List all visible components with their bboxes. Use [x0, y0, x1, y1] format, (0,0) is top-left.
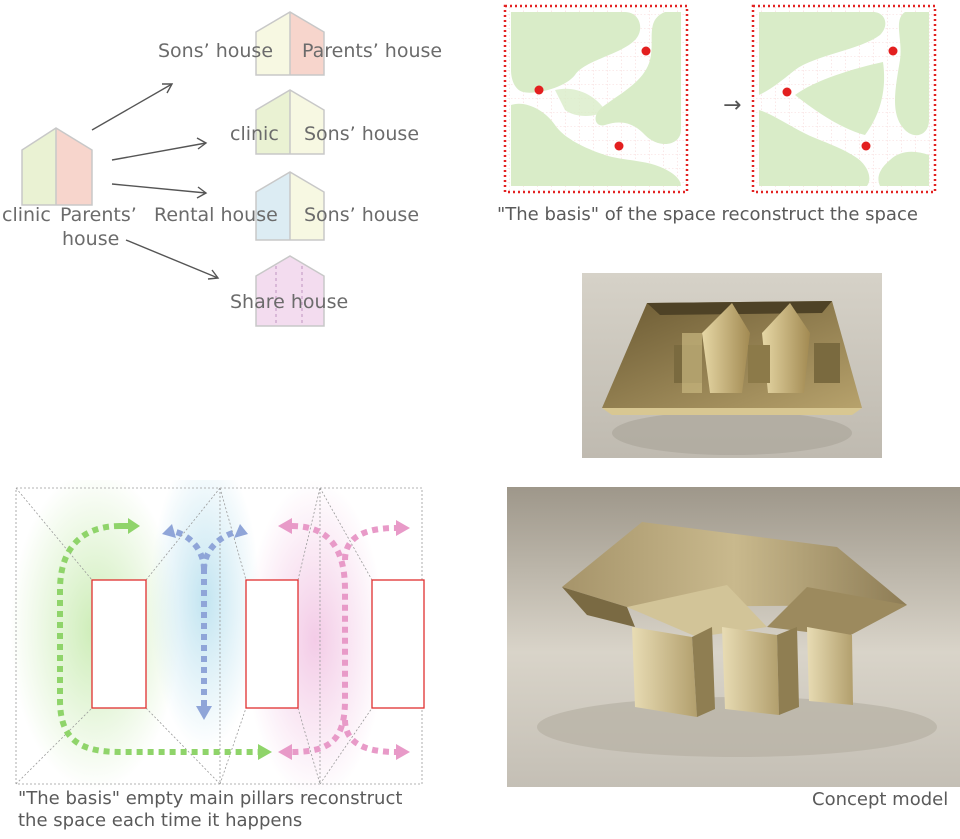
folded-brass-model-perspective-icon	[507, 487, 960, 787]
bottom-model-photo	[507, 487, 960, 787]
pillar-2	[246, 580, 298, 708]
option-4-left-label: Share house	[230, 293, 348, 312]
basis-caption: "The basis" of the space reconstruct the…	[497, 206, 918, 224]
folded-brass-model-top-view-icon	[582, 273, 882, 458]
basis-panel-before	[505, 6, 687, 192]
basis-panel-after	[753, 6, 935, 192]
option-1-right-label: Parents’ house	[302, 42, 442, 61]
plan-caption-line-2: the space each time it happens	[18, 812, 302, 830]
basis-arrow-icon: →	[723, 93, 741, 118]
origin-left-label: clinic	[2, 206, 51, 225]
plan-diagram	[0, 480, 440, 790]
option-1-left-label: Sons’ house	[158, 42, 273, 61]
origin-house-icon	[22, 128, 92, 205]
plan-caption-line-1: "The basis" empty main pillars reconstru…	[18, 790, 402, 808]
origin-right-label-1: Parents’	[60, 206, 137, 225]
concept-model-caption: Concept model	[812, 791, 948, 809]
option-2-right-label: Sons’ house	[304, 125, 419, 144]
option-2-left-label: clinic	[230, 125, 279, 144]
origin-right-label-2: house	[62, 230, 119, 249]
pillar-3	[372, 580, 424, 708]
option-3-left-label: Rental house	[154, 206, 278, 225]
top-model-photo	[582, 273, 882, 458]
option-3-right-label: Sons’ house	[304, 206, 419, 225]
basis-diagram: →	[495, 0, 955, 200]
pillar-1	[92, 580, 146, 708]
